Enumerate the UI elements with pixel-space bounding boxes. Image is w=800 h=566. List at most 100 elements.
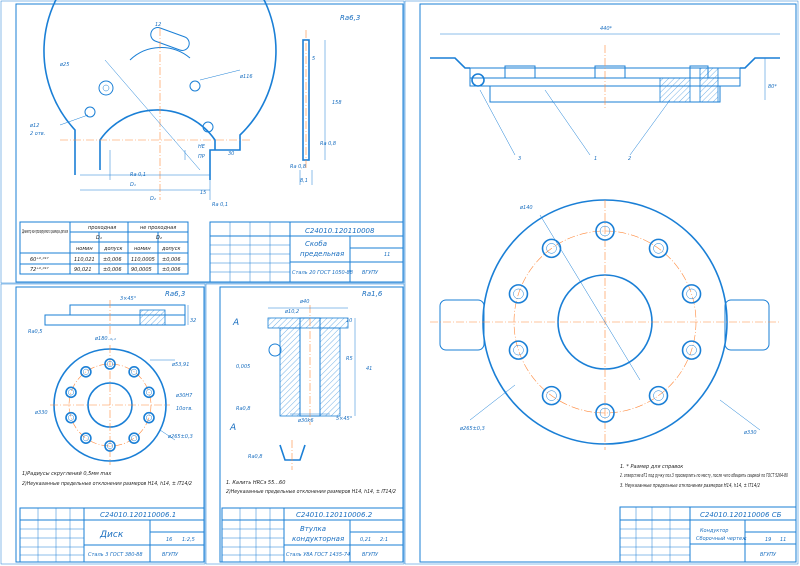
callout-2: 2 bbox=[628, 156, 631, 162]
label-5: 5 bbox=[312, 56, 315, 62]
handle-right bbox=[724, 299, 770, 351]
stamp-material-disk: Сталь 3 ГОСТ 380-88 bbox=[88, 552, 143, 558]
table-r1-c5: ±0,006 bbox=[162, 257, 181, 263]
table-col-nom-1: номин bbox=[76, 246, 93, 252]
section-hatch-bushing bbox=[659, 77, 691, 103]
label-ne: НЕ bbox=[198, 144, 206, 150]
label-d265-disk: ø265±0,3 bbox=[167, 434, 193, 440]
label-chamfer-disk: 3×45° bbox=[120, 296, 137, 302]
disk-bolt-hole-inner bbox=[82, 368, 89, 375]
label-ra01-b: Ra 0,1 bbox=[212, 202, 228, 208]
label-r5: R5 bbox=[346, 356, 353, 362]
disk-bolt-hole bbox=[143, 386, 155, 399]
stamp-material-top-left: Сталь 20 ГОСТ 1050-88 bbox=[292, 270, 353, 276]
bolt-hole bbox=[508, 340, 529, 360]
stamp-org-bushing: ВГУПУ bbox=[362, 552, 379, 558]
disk-bolt-hole bbox=[65, 386, 77, 399]
table-header-D2: D₂ bbox=[156, 235, 162, 241]
disk-bolt-hole-inner bbox=[68, 414, 75, 421]
label-d330-assembly: ø330 bbox=[743, 430, 757, 436]
label-12: 12 bbox=[155, 22, 161, 28]
label-d30h7: ø30Н7 bbox=[175, 393, 193, 399]
stamp-n2-bushing: 2:1 bbox=[380, 537, 388, 543]
label-ra05-disk: Ra0,5 bbox=[28, 329, 43, 335]
disk-note-1: 1)Радиусы скруглений 0,5мм max bbox=[22, 471, 111, 477]
tolerance-table bbox=[19, 221, 189, 275]
bolt-hole-inner bbox=[599, 225, 611, 237]
table-col-tol-2: допуск bbox=[161, 246, 181, 252]
label-d10: ø10,2 bbox=[284, 309, 299, 315]
disk-bolt-hole-inner bbox=[131, 368, 138, 375]
handle-left bbox=[439, 299, 485, 351]
assembly-note-3: 3. Неуказанные предельные отклонения раз… bbox=[620, 483, 760, 489]
disk-bolt-hole bbox=[143, 411, 155, 424]
label-440: 440* bbox=[600, 26, 613, 32]
stamp-code-right: С24010.120110006 СБ bbox=[700, 511, 782, 519]
label-D2: D₂ bbox=[150, 196, 156, 202]
label-d40: ø40 bbox=[299, 299, 309, 305]
label-158: 158 bbox=[332, 100, 342, 106]
bolt-hole-inner bbox=[546, 390, 557, 401]
bolt-hole bbox=[595, 221, 615, 241]
bolt-hole-inner bbox=[653, 243, 664, 254]
label-d140: ø140 bbox=[519, 205, 533, 211]
bolt-hole bbox=[595, 403, 615, 423]
frame-top-left bbox=[0, 0, 405, 284]
stamp-org-top-left: ВГУПУ bbox=[362, 270, 379, 276]
disk-note-2: 2)Неуказанные предельные отклонения разм… bbox=[22, 481, 192, 487]
table-col-tol-1: допуск bbox=[103, 246, 123, 252]
label-10holes: 10отв. bbox=[176, 406, 193, 412]
label-80: 80* bbox=[768, 84, 777, 90]
label-tolerance: 0,005 bbox=[236, 364, 250, 370]
table-r2-c1: 72⁺⁰·⁰¹⁷ bbox=[30, 267, 49, 273]
disk-bolt-hole-inner bbox=[82, 435, 89, 442]
label-ra08-b: Ra 0,8 bbox=[290, 164, 306, 170]
disk-bolt-hole bbox=[104, 440, 116, 452]
label-D1: D₁ bbox=[130, 182, 136, 188]
table-header-diameter: Диаметр контролируемого размера детали bbox=[22, 229, 69, 235]
table-r1-c2: 110,021 bbox=[74, 257, 95, 263]
label-ra08-a: Ra 0,8 bbox=[320, 141, 336, 147]
stamp-name2-right: Сборочный чертеж bbox=[696, 536, 747, 542]
bolt-hole bbox=[508, 284, 529, 304]
snap-gauge-view bbox=[43, 0, 277, 200]
assembly-note-2: 2. отверстие ø71 под ручку поз.3 просвер… bbox=[620, 473, 788, 479]
label-10-bushing: 10 bbox=[346, 318, 352, 324]
disk-bolt-hole-inner bbox=[107, 361, 113, 367]
snap-gauge-side-view bbox=[299, 30, 326, 185]
bolt-hole-inner bbox=[546, 243, 557, 254]
table-r1-c4: 110,0005 bbox=[131, 257, 155, 263]
bolt-hole bbox=[541, 238, 562, 259]
bolt-hole-inner bbox=[686, 288, 697, 300]
disk-bolt-hole bbox=[128, 366, 140, 378]
label-8-1: 8,1 bbox=[300, 178, 308, 184]
disk-section-view bbox=[44, 300, 189, 335]
title-block-right bbox=[619, 506, 797, 563]
label-ra08-bushing: Ra0,8 bbox=[236, 406, 251, 412]
stamp-n1-right: 19 bbox=[765, 537, 771, 543]
bolt-hole bbox=[648, 238, 669, 259]
label-d330-disk: ø330 bbox=[34, 410, 48, 416]
disk-bolt-hole-inner bbox=[145, 414, 152, 421]
roughness-bottom-left: Ra6,3 bbox=[165, 290, 185, 298]
frame-right bbox=[404, 0, 799, 565]
bolt-hole-inner bbox=[653, 390, 664, 401]
stamp-org-disk: ВГУПУ bbox=[162, 552, 179, 558]
table-r1-c3: ±0,006 bbox=[103, 257, 122, 263]
section-hatch-right bbox=[699, 67, 719, 103]
table-header-go: проходная bbox=[88, 225, 116, 231]
disk-bolt-hole bbox=[104, 358, 116, 370]
hole-right-upper bbox=[189, 80, 201, 92]
stamp-sheet-top-left: 11 bbox=[384, 252, 390, 258]
hole-right-lower bbox=[202, 121, 214, 133]
stamp-n1-disk: 16 bbox=[166, 537, 172, 543]
disk-bolt-hole-inner bbox=[68, 389, 75, 396]
label-30: 30 bbox=[228, 151, 234, 157]
bushing-section-view bbox=[267, 305, 356, 425]
callout-3: 3 bbox=[518, 156, 521, 162]
label-d30k6: ø30k6 bbox=[297, 418, 314, 424]
label-pr: ПР bbox=[198, 154, 205, 160]
label-d180: ø180₋₀,₁ bbox=[94, 336, 116, 342]
